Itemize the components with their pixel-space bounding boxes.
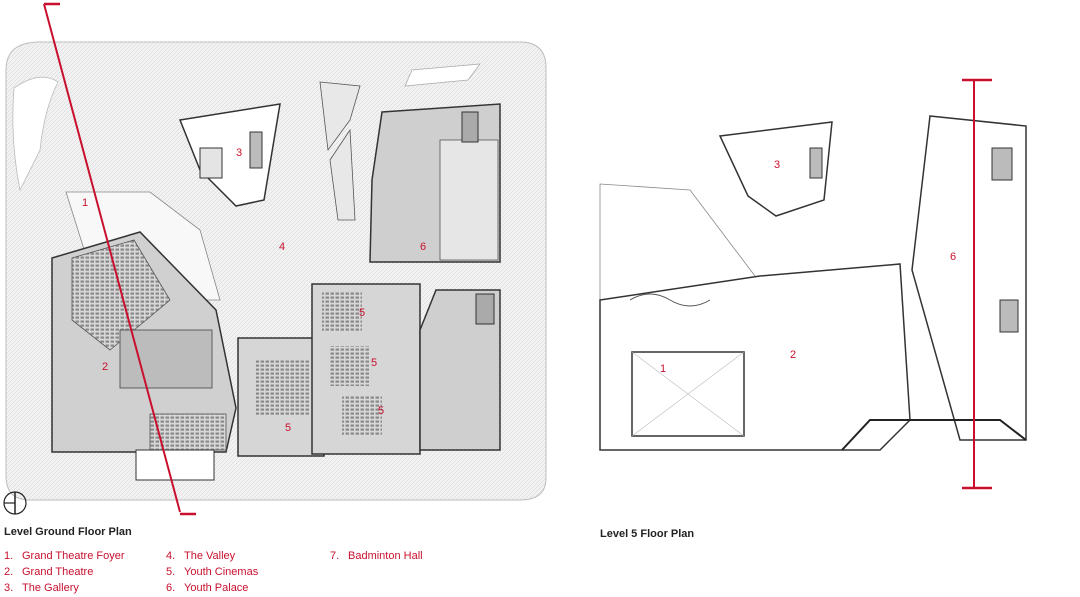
l5-room-2: 2	[790, 349, 796, 361]
gf-room-6: 6	[420, 241, 426, 253]
hall-core	[475, 293, 495, 325]
ground-plan-title: Level Ground Floor Plan	[4, 526, 132, 538]
youth-palace-core	[461, 111, 479, 143]
landscape-strip	[404, 63, 481, 87]
cinema-seats-1	[322, 292, 362, 332]
legend-col-3: 7.Badminton Hall	[330, 548, 423, 564]
valley-wedge-1	[319, 81, 361, 152]
l5-theatre-diagonal-2	[631, 351, 745, 437]
legend-item: 7.Badminton Hall	[330, 550, 423, 562]
landscape-curve	[12, 76, 59, 192]
north-arrow-icon	[3, 491, 27, 515]
cinema-seats-3	[342, 396, 382, 436]
legend-item: 6.Youth Palace	[166, 582, 249, 594]
gf-room-5b: 5	[371, 357, 377, 369]
l5-room-6: 6	[950, 251, 956, 263]
ground-floor-plan: 1 2 3 4 5 5 5 5 6	[3, 2, 547, 516]
youth-palace-court	[439, 139, 499, 261]
l5-foyer-wave	[629, 293, 711, 307]
l5-sloped-roof	[841, 419, 1027, 451]
l5-tower-core-2	[999, 299, 1019, 333]
valley-wedge-2	[329, 128, 356, 221]
gallery-block	[178, 103, 281, 207]
gallery-room	[199, 147, 223, 179]
l5-room-3: 3	[774, 159, 780, 171]
gf-room-4: 4	[279, 241, 285, 253]
legend-item: 1.Grand Theatre Foyer	[4, 550, 125, 562]
l5-youth-palace-tower	[911, 115, 1027, 441]
grand-theatre-stage	[119, 329, 213, 389]
hall-block	[419, 289, 501, 451]
legend-col-1: 1.Grand Theatre Foyer 2.Grand Theatre 3.…	[4, 548, 125, 596]
gf-room-1: 1	[82, 197, 88, 209]
l5-room-1: 1	[660, 363, 666, 375]
gallery-core	[249, 131, 263, 169]
legend-item: 4.The Valley	[166, 550, 236, 562]
section-cut-line	[43, 3, 181, 513]
legend-col-2: 4.The Valley 5.Youth Cinemas 6.Youth Pal…	[166, 548, 258, 596]
gf-room-3: 3	[236, 147, 242, 159]
gf-room-5a: 5	[359, 307, 365, 319]
legend-item: 2.Grand Theatre	[4, 566, 94, 578]
l5-gallery-core	[809, 147, 823, 179]
legend-item: 5.Youth Cinemas	[166, 566, 259, 578]
level5-plan-title: Level 5 Floor Plan	[600, 528, 695, 540]
l5-gallery-block	[718, 121, 833, 217]
gf-room-5d: 5	[285, 422, 291, 434]
gf-room-2: 2	[102, 361, 108, 373]
legend-item: 3.The Gallery	[4, 582, 79, 594]
cinema-large-seats	[256, 360, 310, 416]
cinema-seats-2	[330, 346, 370, 386]
stairs-block	[135, 449, 215, 481]
l5-tower-core-1	[991, 147, 1013, 181]
gf-room-5c: 5	[378, 405, 384, 417]
level5-floor-plan: 1 2 3 6	[599, 78, 1027, 490]
